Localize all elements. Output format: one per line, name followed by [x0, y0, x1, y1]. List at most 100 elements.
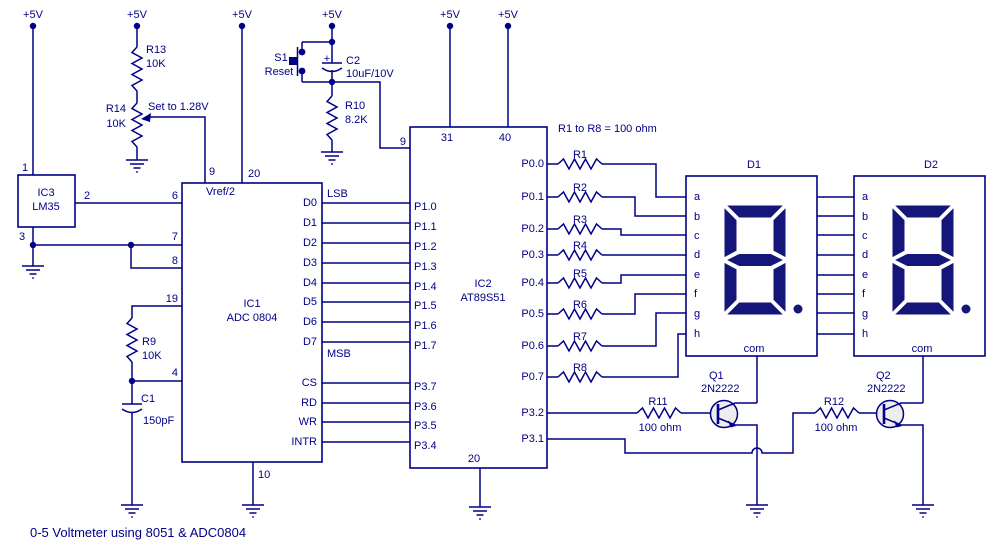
- d1-pin-h: h: [694, 328, 700, 340]
- mcu-p3-6: P3.6: [414, 401, 437, 413]
- d1-pin-d: d: [694, 249, 700, 261]
- segment-d: [724, 301, 786, 316]
- adc-d1: D1: [303, 217, 317, 229]
- s1-label: Reset: [265, 66, 294, 78]
- segment-a: [724, 204, 786, 219]
- adc-pin19: 19: [166, 293, 178, 305]
- lm35-pin1: 1: [22, 162, 28, 174]
- at89s51-box: [409, 126, 548, 469]
- d1-pin-e: e: [694, 269, 700, 281]
- d2-pin-d: d: [862, 249, 868, 261]
- resistor-network-note: R1 to R8 = 100 ohm: [558, 123, 657, 135]
- transistor-q1-symbol: [709, 399, 758, 505]
- adc-pin7: 7: [172, 231, 178, 243]
- lm35-refdes: IC3: [37, 187, 54, 199]
- d1-pin-f: f: [694, 288, 698, 300]
- pot-wiper-arrow-icon: [141, 113, 151, 122]
- mcu-part: AT89S51: [460, 292, 505, 304]
- mcu-p1-0: P1.0: [414, 201, 437, 213]
- mcu-pin20: 20: [468, 453, 480, 465]
- mcu-p0-5: P0.5: [521, 308, 544, 320]
- mcu-p3-5: P3.5: [414, 420, 437, 432]
- r9-refdes: R9: [142, 336, 156, 348]
- mcu-p0-0: P0.0: [521, 158, 544, 170]
- r14-set-note: Set to 1.28V: [148, 101, 209, 113]
- r12-refdes: R12: [824, 396, 844, 408]
- adc-wr: WR: [299, 416, 317, 428]
- reset-switch-symbol: [289, 47, 299, 76]
- lsb-note: LSB: [327, 188, 348, 200]
- q1-part: 2N2222: [701, 383, 740, 395]
- r1-refdes: R1: [573, 149, 587, 161]
- c1-value: 150pF: [143, 415, 174, 427]
- mcu-pin31: 31: [441, 132, 453, 144]
- r2-refdes: R2: [573, 182, 587, 194]
- r14-value: 10K: [106, 118, 126, 130]
- adc-pin6: 6: [172, 190, 178, 202]
- d2-pin-g: g: [862, 308, 868, 320]
- segment-e: [891, 261, 906, 315]
- d1-pin-a: a: [694, 191, 701, 203]
- mcu-p1-1: P1.1: [414, 221, 437, 233]
- power-label: +5V: [440, 9, 461, 21]
- adc-d0: D0: [303, 197, 317, 209]
- segment-e: [723, 261, 738, 315]
- emitter-arrow-icon: [894, 420, 902, 428]
- mcu-p0-7: P0.7: [521, 371, 544, 383]
- d2-pin-f: f: [862, 288, 866, 300]
- segment-b: [940, 205, 955, 259]
- d2-pin-h: h: [862, 328, 868, 340]
- display-d1-box: [685, 175, 818, 357]
- mcu-p0-1: P0.1: [521, 191, 544, 203]
- decimal-point: [961, 304, 971, 314]
- d1-refdes: D1: [747, 159, 761, 171]
- mcu-p0-4: P0.4: [521, 277, 544, 289]
- r12-value: 100 ohm: [815, 422, 858, 434]
- d2-pin-a: a: [862, 191, 869, 203]
- segment-g: [892, 253, 954, 267]
- schematic-caption: 0-5 Voltmeter using 8051 & ADC0804: [30, 525, 246, 540]
- segment-d: [892, 301, 954, 316]
- segment-f: [891, 205, 906, 259]
- r9-value: 10K: [142, 350, 162, 362]
- mcu-pin40: 40: [499, 132, 511, 144]
- adc-pin10: 10: [258, 469, 270, 481]
- lm35-pin2: 2: [84, 190, 90, 202]
- junction-dots: [29, 22, 512, 385]
- s1-refdes: S1: [274, 52, 287, 64]
- power-label: +5V: [23, 9, 44, 21]
- adc-vref-label: Vref/2: [206, 186, 235, 198]
- switch-actuator: [289, 57, 297, 65]
- adc-pin20: 20: [248, 168, 260, 180]
- adc-d6: D6: [303, 316, 317, 328]
- mcu-p0-2: P0.2: [521, 223, 544, 235]
- decimal-point: [793, 304, 803, 314]
- r13-refdes: R13: [146, 44, 166, 56]
- adc-d7: D7: [303, 336, 317, 348]
- lm35-box: [17, 174, 76, 228]
- adc-cs: CS: [302, 377, 317, 389]
- r4-refdes: R4: [573, 240, 587, 252]
- mcu-p0-6: P0.6: [521, 340, 544, 352]
- mcu-refdes: IC2: [474, 278, 491, 290]
- segment-c: [940, 261, 955, 315]
- display-d2-box: [853, 175, 986, 357]
- r10-refdes: R10: [345, 100, 365, 112]
- segment-b: [772, 205, 787, 259]
- q1-refdes: Q1: [709, 370, 724, 382]
- capacitor-curved-plates: [121, 67, 343, 414]
- mcu-p3-1: P3.1: [521, 433, 544, 445]
- d1-pin-g: g: [694, 308, 700, 320]
- seven-segment-digit-d1: [723, 204, 803, 316]
- mcu-p1-3: P1.3: [414, 261, 437, 273]
- power-label: +5V: [232, 9, 253, 21]
- adc-rd: RD: [301, 397, 317, 409]
- r5-refdes: R5: [573, 268, 587, 280]
- mcu-p3-2: P3.2: [521, 407, 544, 419]
- r14-refdes: R14: [106, 103, 126, 115]
- mcu-p1-7: P1.7: [414, 340, 437, 352]
- d1-com-label: com: [744, 343, 765, 355]
